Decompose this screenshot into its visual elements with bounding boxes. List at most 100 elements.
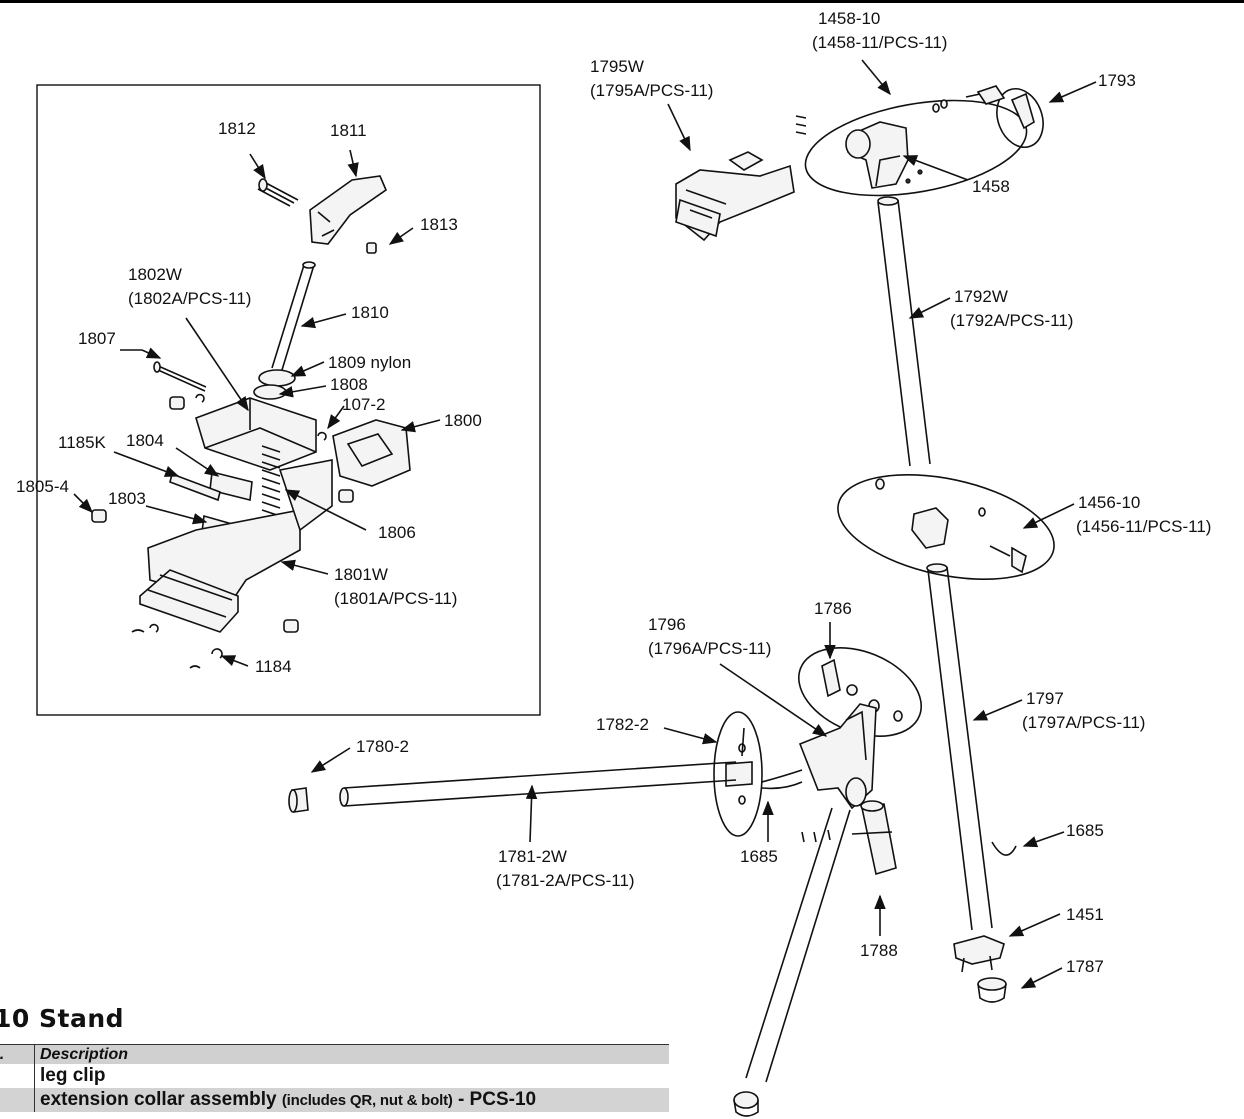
clamp-detail-inset-frame	[36, 84, 541, 716]
callout-1788: 1788	[860, 941, 898, 960]
callout-1796A: (1796A/PCS-11)	[648, 639, 771, 658]
part-1800-collar	[332, 419, 411, 487]
part-1458-head-clamp	[845, 121, 909, 189]
callout-1781-2W: 1781-2W	[498, 847, 567, 866]
group-1782-2-outline	[713, 711, 763, 837]
callout-1792A: (1792A/PCS-11)	[950, 311, 1073, 330]
callout-1796: 1796	[648, 615, 686, 634]
table-row: extension collar assembly (includes QR, …	[0, 1088, 669, 1112]
callout-1802W: 1802W	[128, 265, 182, 284]
part-1807-pin	[153, 361, 207, 392]
callout-1795W: 1795W	[590, 57, 644, 76]
part-1804-roller	[209, 471, 253, 501]
small-fasteners	[801, 829, 831, 843]
small-fasteners	[795, 99, 948, 184]
callout-1811: 1811	[330, 121, 367, 140]
row-part-no	[0, 1064, 35, 1088]
callout-1793: 1793	[1098, 71, 1136, 90]
row-description-note: (includes QR, nut & bolt)	[281, 1092, 453, 1109]
part-1811-cam-lever	[309, 175, 387, 245]
row-part-no	[0, 1088, 35, 1112]
header-description: Description	[40, 1046, 129, 1063]
group-1456-10-outline	[837, 473, 1055, 581]
part-1780-2-end-cap	[288, 787, 309, 813]
part-1185K-shaft	[169, 472, 221, 502]
part-1786-bracket	[821, 658, 903, 722]
callout-1786: 1786	[814, 599, 852, 618]
callout-1812: 1812	[218, 119, 256, 138]
part-1793-quick-release	[965, 85, 1044, 148]
callout-1782-2: 1782-2	[596, 715, 649, 734]
callout-1787: 1787	[1066, 957, 1104, 976]
callout-1801W: 1801W	[334, 565, 388, 584]
part-1787-foot-cap	[977, 977, 1007, 1003]
header-part-no: o.	[0, 1045, 35, 1064]
callout-1797: 1797	[1026, 689, 1064, 708]
part-1796-leg-hub	[798, 703, 877, 810]
part-1782-2-bracket	[725, 727, 753, 805]
part-1685-cable	[991, 841, 1017, 856]
retaining-clip	[149, 623, 159, 633]
row-description-text: extension collar assembly	[40, 1089, 282, 1110]
part-1808-washer	[253, 384, 287, 400]
parts-table-header: o. Description	[0, 1044, 669, 1064]
page-title: 10 Stand	[0, 1004, 125, 1033]
part-1184-e-clip	[211, 648, 223, 659]
group-1458-10-outline	[804, 99, 1028, 197]
callout-1458-10: 1458-10	[818, 9, 880, 28]
bushing	[169, 396, 185, 410]
callout-1685-right: 1685	[1066, 821, 1104, 840]
retaining-clip	[317, 431, 327, 441]
retaining-clip	[189, 665, 201, 669]
part-1801W-lower-clamp	[139, 459, 333, 633]
callout-1797A: (1797A/PCS-11)	[1022, 713, 1145, 732]
callout-1685-left: 1685	[740, 847, 778, 866]
callout-1810: 1810	[351, 303, 389, 322]
table-row: leg clip	[0, 1064, 669, 1088]
callout-1809: 1809 nylon	[328, 353, 411, 372]
callout-1184: 1184	[255, 657, 292, 676]
part-1797-tube	[926, 563, 993, 931]
callout-1805-4: 1805-4	[16, 477, 69, 496]
part-1813-nut	[366, 242, 377, 254]
callout-1803: 1803	[108, 489, 146, 508]
bushing	[283, 619, 299, 633]
callout-1456-10: 1456-10	[1078, 493, 1140, 512]
part-1795W-mount-head	[675, 151, 795, 242]
leg-tube	[733, 807, 851, 1117]
part-1805-4-bushing	[91, 509, 107, 523]
callout-107-2: 107-2	[342, 395, 385, 414]
bushing	[338, 489, 354, 503]
part-1812-bolt	[257, 178, 299, 207]
callout-1801A: (1801A/PCS-11)	[334, 589, 457, 608]
part-1781-2W-tube	[339, 761, 737, 807]
part-1806-spring	[261, 445, 281, 517]
row-description-text: leg clip	[40, 1065, 106, 1086]
callout-1795A: (1795A/PCS-11)	[590, 81, 713, 100]
part-1792W-tube	[877, 196, 931, 467]
part-1809-nylon-washer	[258, 369, 296, 387]
callout-1808: 1808	[330, 375, 368, 394]
part-1810-rod	[271, 261, 316, 371]
callout-1792W: 1792W	[954, 287, 1008, 306]
callout-1451: 1451	[1066, 905, 1104, 924]
callout-1813: 1813	[420, 215, 458, 234]
callout-1802A: (1802A/PCS-11)	[128, 289, 251, 308]
callout-1781-2A: (1781-2A/PCS-11)	[496, 871, 635, 890]
callout-1185K: 1185K	[58, 433, 107, 452]
callout-1456-11: (1456-11/PCS-11)	[1076, 517, 1211, 536]
top-rule	[0, 0, 1244, 3]
part-1456-collar	[875, 478, 1027, 574]
callout-1807: 1807	[78, 329, 116, 348]
callout-1458-11: (1458-11/PCS-11)	[812, 33, 947, 52]
part-1788-sleeve	[851, 800, 897, 876]
callout-1804: 1804	[126, 431, 164, 450]
row-description-suffix: - PCS-10	[452, 1089, 537, 1110]
row-description: extension collar assembly (includes QR, …	[40, 1088, 536, 1113]
retaining-clip	[195, 393, 205, 403]
callout-1458: 1458	[972, 177, 1010, 196]
row-description: leg clip	[40, 1064, 105, 1088]
retaining-clip	[131, 629, 145, 633]
part-1451-leg-clip	[953, 935, 1005, 973]
